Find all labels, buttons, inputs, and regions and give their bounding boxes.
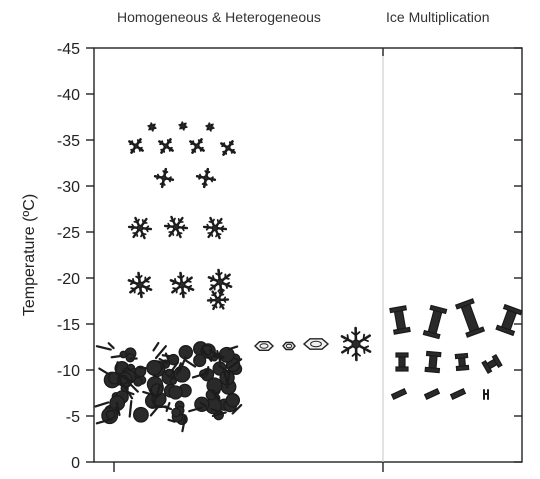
capped-column-3 <box>495 303 523 337</box>
y-tick-label: 0 <box>71 455 80 472</box>
cold-crystal-b0 <box>153 167 175 189</box>
y-tick-label: -30 <box>57 179 80 196</box>
cold-crystal-b1 <box>195 167 217 189</box>
small-column-3 <box>481 353 503 375</box>
aggregate-middle <box>142 341 197 433</box>
needle-0 <box>390 387 408 401</box>
tiny-crystal <box>483 389 489 400</box>
aggregate-right <box>188 341 243 421</box>
y-tick-label: -35 <box>57 133 80 150</box>
y-axis-label: Temperature (ºC) <box>21 194 38 316</box>
small-crystal-0 <box>147 122 157 132</box>
plot-frame <box>93 47 523 463</box>
hex-plate-1 <box>282 341 296 351</box>
y-tick-label: -10 <box>57 363 80 380</box>
aggregate-left <box>94 342 149 425</box>
y-tick-label: -5 <box>66 409 80 426</box>
needle-2 <box>449 387 467 401</box>
capped-column-1 <box>422 304 448 340</box>
dendrite-star-b1 <box>169 271 195 299</box>
dendrite-star-b2 <box>207 268 233 296</box>
y-tick-label: -15 <box>57 317 80 334</box>
small-crystal-2 <box>205 122 215 132</box>
dendrite-star-1 <box>163 215 189 239</box>
dendrite-star-tall <box>206 289 230 311</box>
hex-plate-2 <box>302 338 330 350</box>
dendrite-star-0 <box>127 216 153 240</box>
cold-crystal-3 <box>220 140 236 156</box>
small-column-0 <box>395 352 409 372</box>
cold-crystal-0 <box>128 138 144 154</box>
y-tick-label: -25 <box>57 225 80 242</box>
hex-plate-0 <box>253 341 275 351</box>
small-column-1 <box>424 350 442 374</box>
y-tick-label: -40 <box>57 87 80 104</box>
y-axis: -45 -40 -35 -30 -25 -20 -15 -10 -5 0 <box>57 41 522 472</box>
y-tick-label: -20 <box>57 271 80 288</box>
capped-column-0 <box>389 305 411 335</box>
small-crystal-1 <box>178 121 188 131</box>
cold-crystal-2 <box>189 138 205 154</box>
title-ice-multiplication: Ice Multiplication <box>386 9 490 25</box>
dendrite-star-2 <box>202 216 228 240</box>
small-column-2 <box>454 352 470 372</box>
stellar-dendrite <box>340 326 372 362</box>
y-tick-label: -45 <box>57 41 80 58</box>
crystal-illustrations <box>94 121 523 433</box>
title-homogeneous-heterogeneous: Homogeneous & Heterogeneous <box>117 9 321 25</box>
capped-column-2 <box>454 298 486 338</box>
needle-1 <box>423 387 441 401</box>
cold-crystal-1 <box>158 138 174 154</box>
dendrite-star-b0 <box>127 271 153 299</box>
